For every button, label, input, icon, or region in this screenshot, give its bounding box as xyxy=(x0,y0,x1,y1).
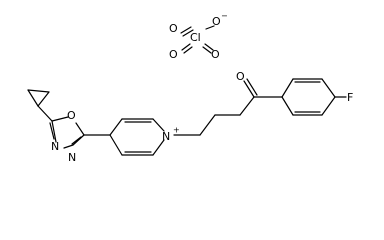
chemical-structure-diagram: O O − Cl O O O N N N + xyxy=(27,12,353,164)
atom-o-top-right: O xyxy=(212,15,221,28)
bond-cl-o-bottom-left-double xyxy=(183,46,193,54)
atom-n-oxadiazole-2: N xyxy=(68,151,76,164)
bond-ketone xyxy=(243,80,255,98)
atom-o-ketone: O xyxy=(236,70,245,83)
butanone-chain: O xyxy=(173,70,283,136)
atom-n-oxadiazole-1: N xyxy=(51,140,59,153)
oxadiazole-ring: O N N xyxy=(49,109,85,164)
bond-cl-o-bottom-right xyxy=(204,43,214,51)
bond-cyclopropyl-oxadiazole xyxy=(37,105,53,122)
fluorophenyl-ring: F xyxy=(281,78,353,116)
atom-o-bottom-right: O xyxy=(211,48,220,61)
bond-ketone-double xyxy=(246,78,258,96)
perchlorate-anion: O O − Cl O O xyxy=(169,12,228,62)
atom-n-pyridinium: N xyxy=(162,130,170,143)
atom-f: F xyxy=(347,91,353,104)
cyclopropyl-group xyxy=(27,89,53,122)
charge-plus: + xyxy=(173,126,180,135)
bond-cl-o-bottom-left xyxy=(181,43,191,51)
atom-cl: Cl xyxy=(190,31,201,44)
bond-cl-o-top-left xyxy=(180,26,192,34)
atom-o-bottom-left: O xyxy=(169,48,178,61)
charge-minus: − xyxy=(221,12,228,21)
pyridinium-ring: N + xyxy=(109,118,180,156)
atom-o-oxadiazole: O xyxy=(67,109,76,122)
bond-cl-o-top-left-double xyxy=(182,29,194,37)
atom-o-top-left: O xyxy=(169,22,178,35)
bond-cl-o-bottom-right-double xyxy=(202,46,212,54)
bond-cl-o-top-right xyxy=(205,25,215,30)
